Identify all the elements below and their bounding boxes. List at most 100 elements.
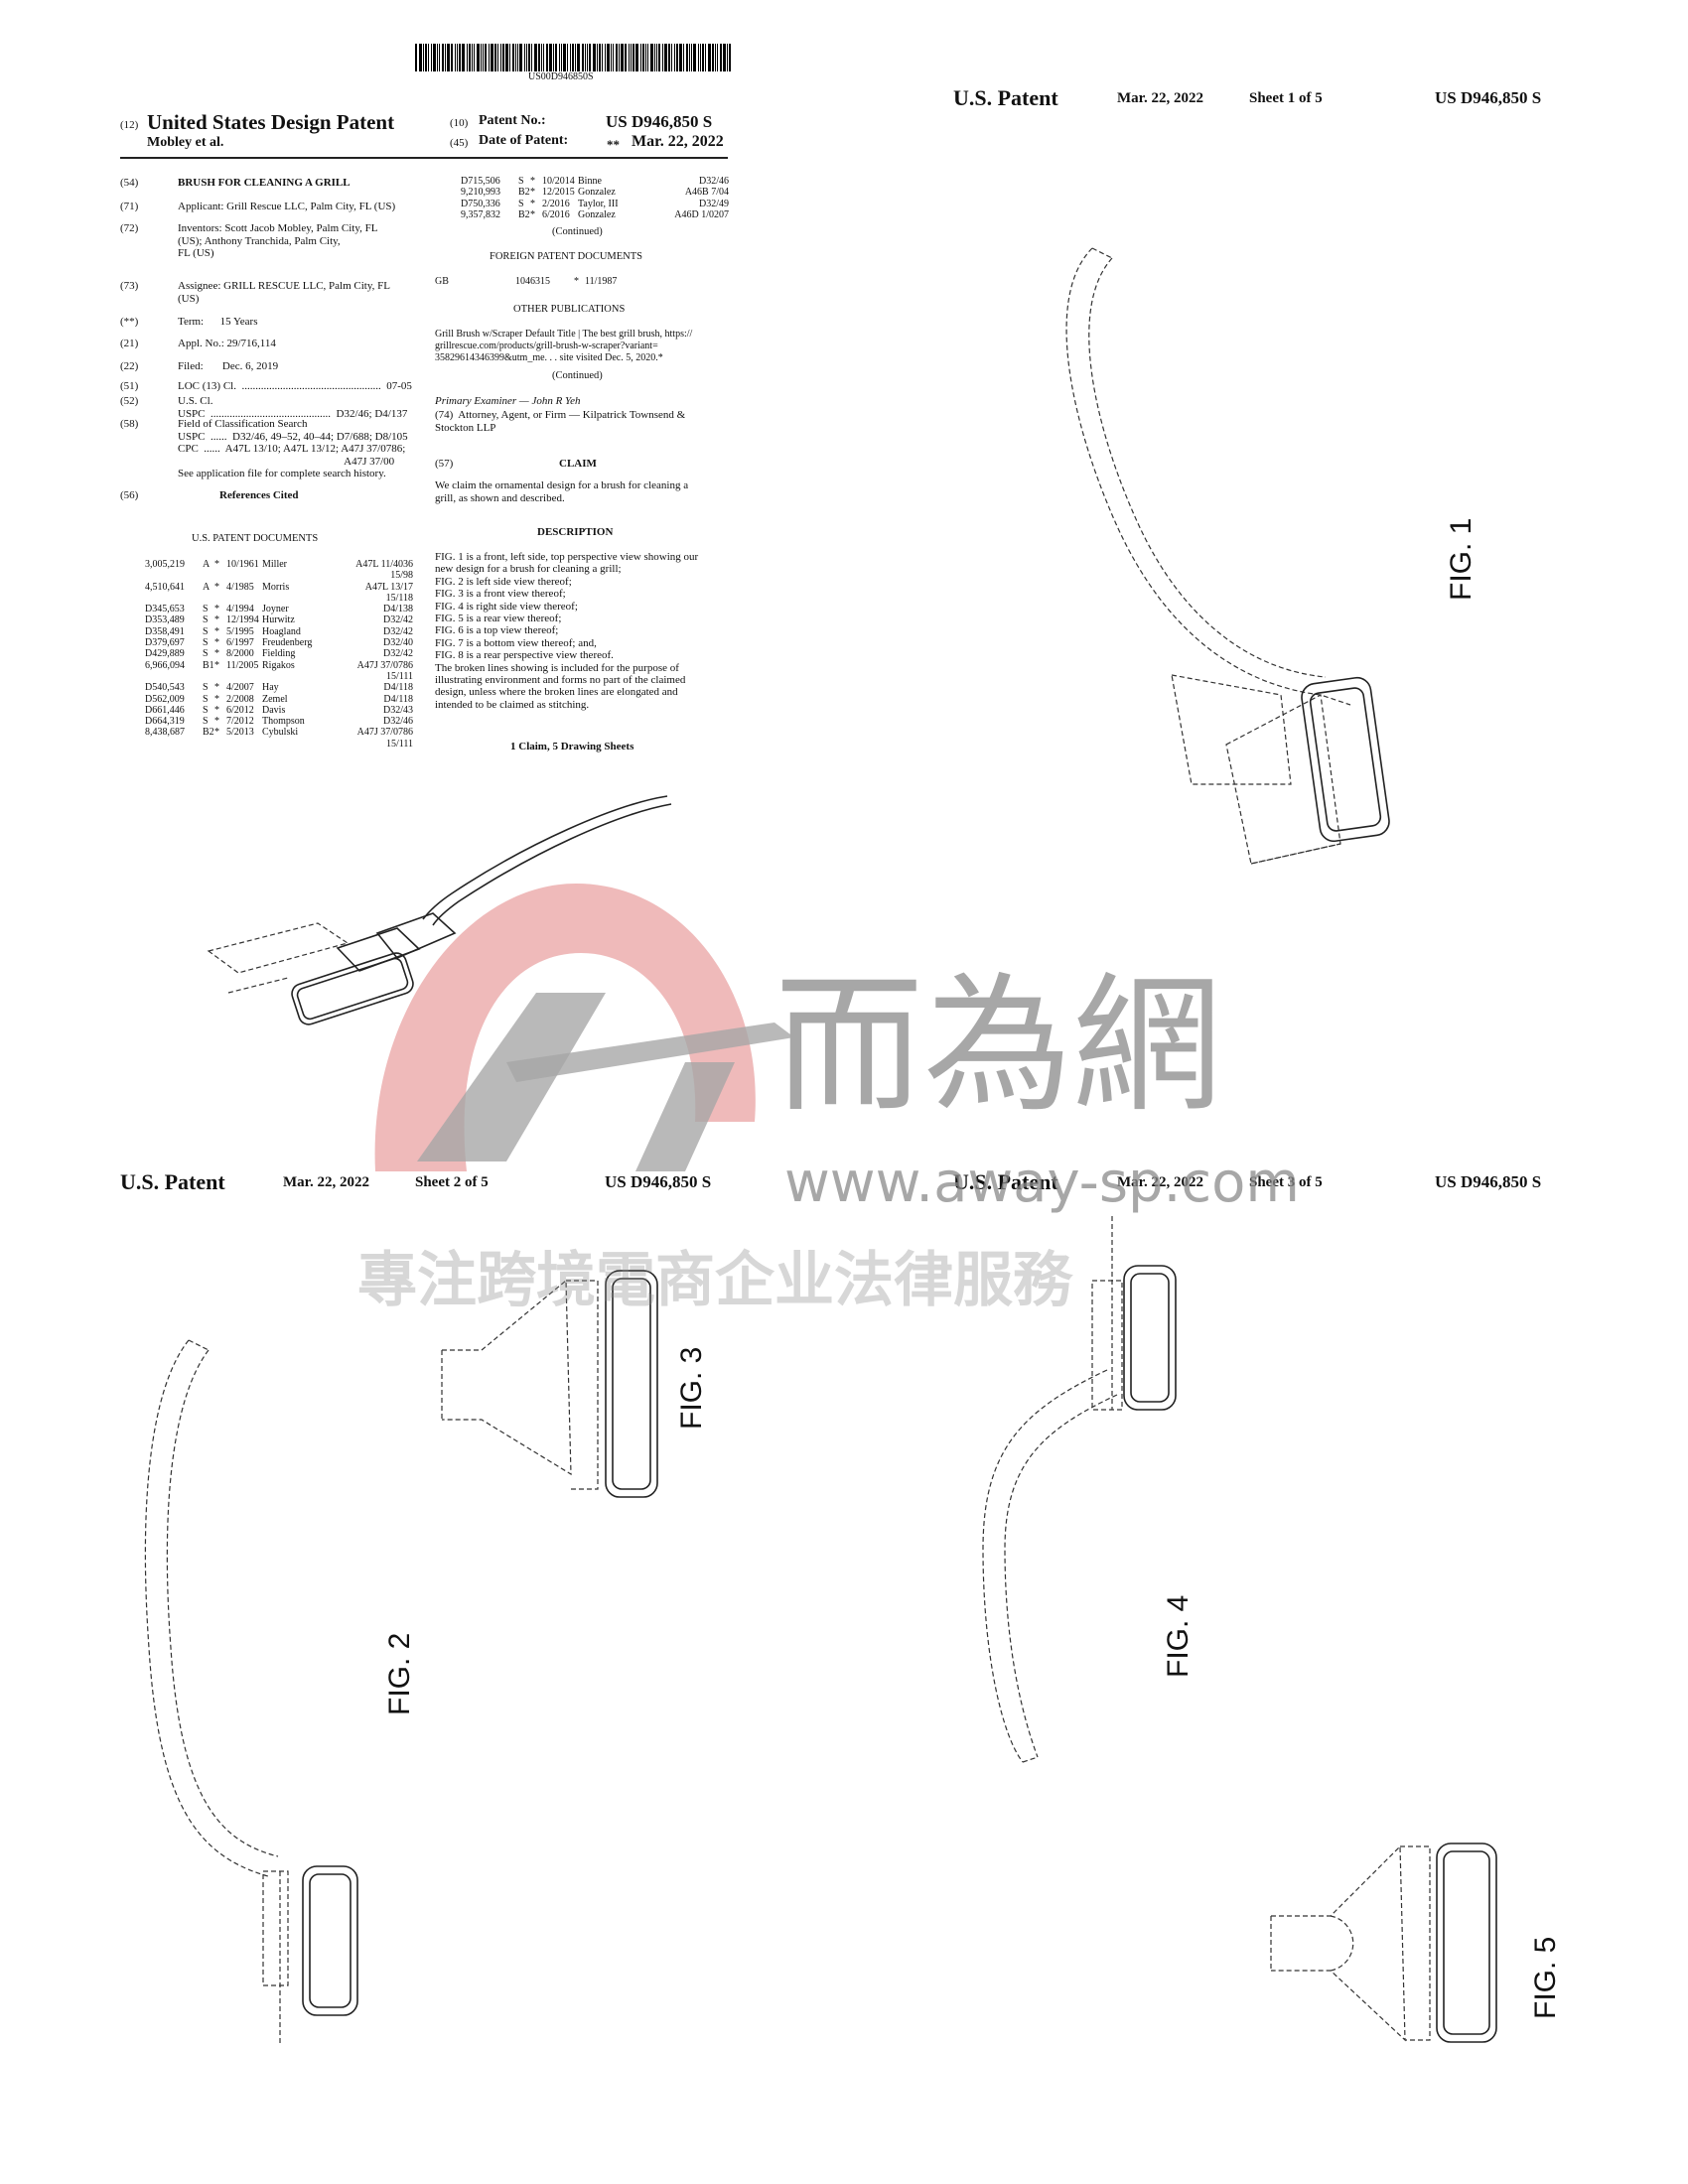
reference-cell: D379,697 [145,637,185,649]
barcode-bar [531,44,532,71]
barcode-bar [656,44,657,71]
reference-cell: 4/1994 [226,604,254,615]
reference-cell: D32/42 [383,625,413,637]
fig4-label: FIG. 4 [1162,1594,1195,1678]
reference-cell: * [214,614,219,626]
reference-cell: 8/2000 [226,648,254,660]
barcode-bar [577,44,580,71]
watermark-slogan: 專注跨境電商企业法律服務 [357,1246,1073,1315]
barcode-bar [589,44,591,71]
reference-cell: Zemel [262,693,288,705]
barcode-bar [702,44,704,71]
barcode-bar [654,44,655,71]
fig3-label: FIG. 3 [675,1346,708,1430]
drawing-sheets-line: 1 Claim, 5 Drawing Sheets [510,741,634,752]
reference-cell: D750,336 [461,198,500,209]
barcode-bar [512,44,514,71]
field-code: (51) [120,380,139,392]
reference-cell: A46B 7/04 [684,187,729,199]
fig1-label: FIG. 1 [1445,517,1477,601]
barcode-bar [491,44,493,71]
reference-cell: 5/2013 [226,727,254,739]
sheet-3-patent: U.S. Patent [953,1169,1058,1194]
barcode-bar [619,44,620,71]
reference-cell: * [530,176,535,187]
reference-cell: Thompson [262,716,305,728]
reference-cell: 2/2016 [542,198,570,209]
field-code: (73) [120,280,139,292]
reference-cell: B2 [518,187,530,199]
barcode-bar [515,44,516,71]
barcode-bar [439,44,440,71]
barcode-bar [642,44,644,71]
barcode-bar [597,44,598,71]
barcode-bar [455,44,456,71]
barcode-bar [599,44,601,71]
barcode-bar [546,44,548,71]
reference-cell: A [203,581,211,593]
barcode-bar [534,44,537,71]
field-code: (22) [120,360,139,372]
field-text: Assignee: GRILL RESCUE LLC, Palm City, F… [178,280,390,305]
barcode-bar [541,44,542,71]
barcode-bar [543,44,544,71]
barcode-bar [662,44,663,71]
barcode-bar [528,44,530,71]
field-code: (56) [120,489,139,501]
barcode-bar [563,44,566,71]
barcode-bar [715,44,716,71]
sheet-1-date: Mar. 22, 2022 [1117,90,1203,106]
reference-cell: D32/40 [383,637,413,649]
reference-cell: Hoagland [262,625,301,637]
barcode-bar [700,44,701,71]
barcode-bar [631,44,632,71]
barcode-bar [459,44,461,71]
field-code: (**) [120,316,139,328]
field-code: (52) [120,395,139,407]
barcode-bar [625,44,627,71]
reference-cell: Gonzalez [578,208,616,220]
barcode-bar [683,44,684,71]
barcode-bar [505,44,508,71]
patent-no-code: (10) [450,117,469,129]
reference-cell: A46D 1/0207 [674,208,729,220]
barcode-bar [425,44,427,71]
reference-row: 15/111 [145,671,413,682]
barcode-bar [708,44,711,71]
fig4-drawing [982,1216,1177,1763]
watermark-logo [374,884,756,1171]
reference-cell: Gonzalez [578,187,616,199]
fig1-drawing [1065,247,1390,865]
reference-cell: 4/1985 [226,581,254,593]
reference-cell: D715,506 [461,176,500,187]
primary-examiner: Primary Examiner — John R Yeh [435,395,581,407]
reference-cell: * [530,187,535,199]
reference-cell: 6/1997 [226,637,254,649]
fig2-label: FIG. 2 [383,1632,416,1715]
reference-cell: A47L 13/17 [364,581,413,593]
patent-title: United States Design Patent [147,110,395,134]
reference-cell: D32/46 [383,716,413,728]
field-text: Applicant: Grill Rescue LLC, Palm City, … [178,201,396,212]
watermark: 而為網 www.away-sp.com 專注跨境電商企业法律服務 [357,884,1300,1315]
barcode-bar [676,44,678,71]
barcode-bar [559,44,560,71]
barcode-bar [457,44,458,71]
continued-1: (Continued) [552,226,603,237]
reference-cell: D562,009 [145,693,185,705]
reference-cell: D540,543 [145,682,185,694]
reference-cell: S [518,176,524,187]
reference-cell: D4/118 [383,693,413,705]
reference-cell: D661,446 [145,704,185,716]
barcode-bar [561,44,562,71]
barcode-bar [419,44,422,71]
